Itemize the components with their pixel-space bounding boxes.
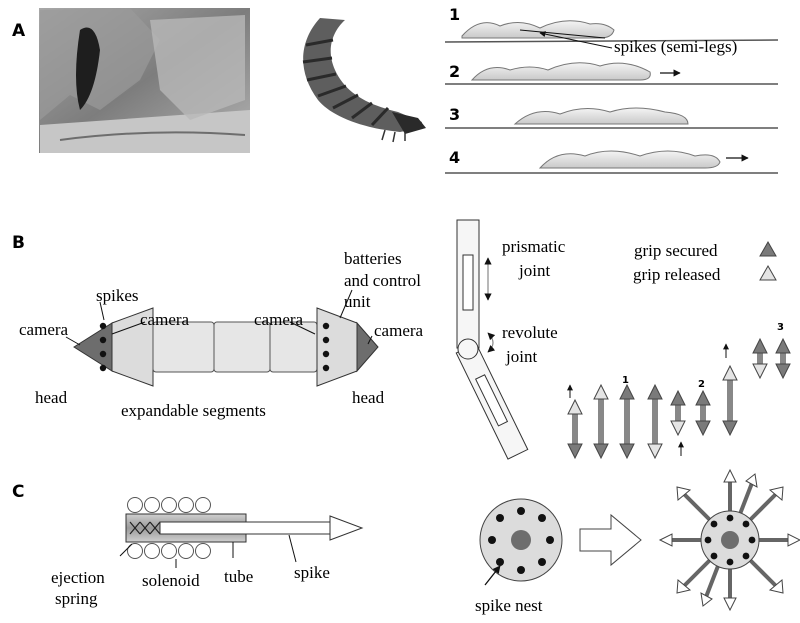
label-batteries-2: and control (344, 271, 421, 290)
grip-secured-marker (760, 242, 776, 256)
label-batteries-1: batteries (344, 249, 402, 268)
label-spikes: spikes (96, 286, 139, 305)
label-ejection: ejection (51, 568, 105, 587)
phase-number-2: 2 (698, 379, 705, 390)
label-grip-secured: grip secured (634, 241, 718, 260)
phase-number-3: 3 (777, 322, 784, 333)
label-spike: spike (294, 563, 330, 582)
gait-arrows: 1 2 3 (568, 322, 790, 458)
label-revolute-1: revolute (502, 323, 558, 342)
phase-number-1: 1 (622, 375, 629, 386)
label-prismatic-2: joint (518, 261, 550, 280)
transition-arrow (580, 515, 641, 565)
label-spike-nest: spike nest (475, 596, 543, 615)
label-spring: spring (55, 589, 98, 608)
panel-label-c: C (12, 482, 24, 502)
grip-released-marker (760, 266, 776, 280)
label-batteries-3: unit (344, 292, 371, 311)
label-solenoid: solenoid (142, 571, 200, 590)
larva-photo (303, 18, 426, 142)
label-head-right: head (352, 388, 385, 407)
label-prismatic-1: prismatic (502, 237, 566, 256)
step-number-2: 2 (449, 62, 460, 81)
spike-nest-deployed (660, 470, 800, 610)
label-camera-inner-right: camera (254, 310, 304, 329)
panel-label-b: B (12, 233, 25, 253)
label-camera-right: camera (374, 321, 424, 340)
label-expandable-segments: expandable segments (121, 401, 266, 420)
spike-nest-closed (480, 499, 562, 585)
label-camera-inner-left: camera (140, 310, 190, 329)
step-number-1: 1 (449, 5, 460, 24)
label-revolute-2: joint (505, 347, 537, 366)
locomotion-sequence: 1 spikes (semi-legs) 2 3 4 (445, 5, 778, 173)
step-number-3: 3 (449, 105, 460, 124)
label-tube: tube (224, 567, 253, 586)
spikes-label: spikes (semi-legs) (614, 37, 737, 56)
label-camera-left: camera (19, 320, 69, 339)
label-head-left: head (35, 388, 68, 407)
step-number-4: 4 (449, 148, 460, 167)
label-grip-released: grip released (633, 265, 721, 284)
habitat-photo (39, 8, 250, 153)
spike-launcher (120, 498, 362, 569)
panel-label-a: A (12, 21, 26, 41)
